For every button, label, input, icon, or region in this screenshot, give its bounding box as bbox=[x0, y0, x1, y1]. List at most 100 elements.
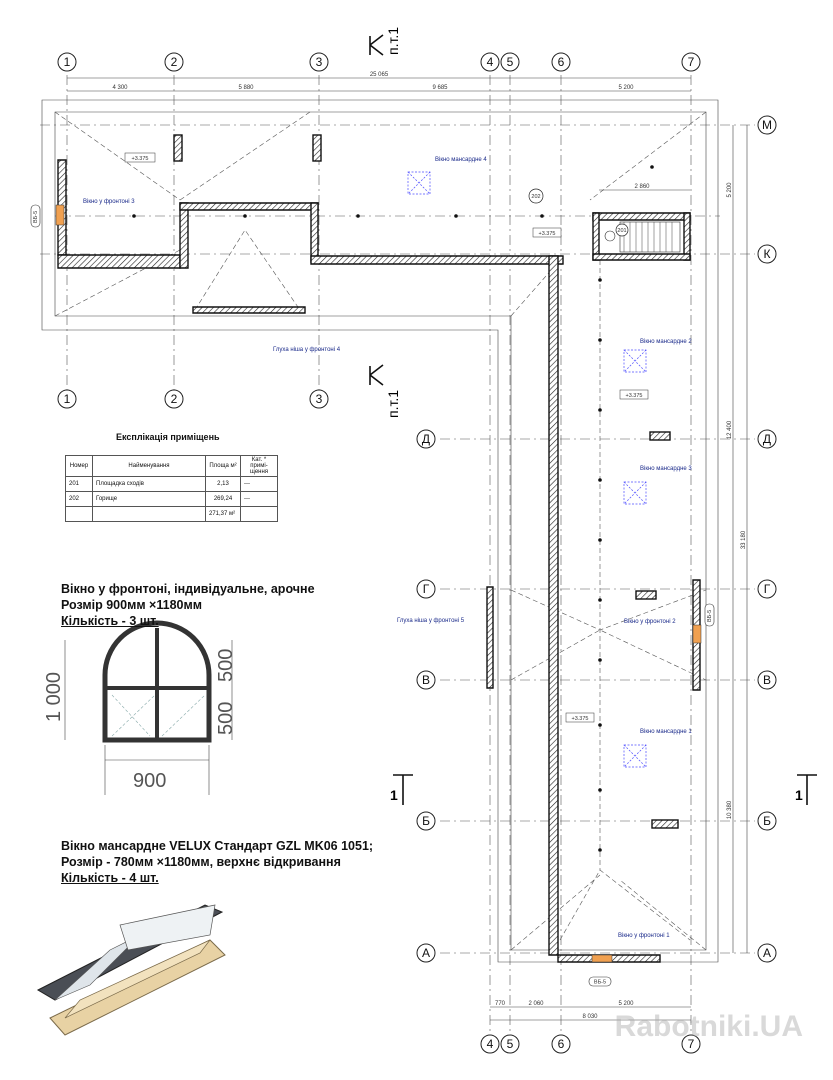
dim-r3: 10 380 bbox=[727, 800, 733, 819]
watermark: Rabotniki.UA bbox=[614, 1010, 803, 1043]
axis-top-7: 7 bbox=[688, 55, 695, 69]
dimensions-right: 5 200 12 400 10 380 33 180 bbox=[727, 125, 748, 953]
dim-r1: 5 200 bbox=[727, 182, 733, 198]
axis-bottom-4: 4 bbox=[487, 1037, 494, 1051]
stair: 2 860 bbox=[599, 184, 690, 253]
axis-right-v: В bbox=[763, 673, 771, 687]
axis-bottom-7: 7 bbox=[688, 1037, 695, 1051]
skylight-markers bbox=[407, 171, 647, 768]
wall-tag-1: ВБ-5 bbox=[33, 211, 39, 223]
axis-left-d: Д bbox=[422, 432, 430, 446]
axes-mid: 1 2 3 bbox=[57, 389, 329, 409]
dim-total: 25 065 bbox=[370, 72, 389, 78]
dim-b-total: 8 030 bbox=[582, 1014, 598, 1020]
axes-left: Д Г В Б А bbox=[416, 429, 436, 963]
window1-dim-w: 900 bbox=[133, 770, 166, 792]
velux-window-illustration bbox=[36, 904, 226, 1036]
table-row: 201 Площадка сходів 2,13 --- bbox=[65, 476, 278, 492]
axis-top-4: 4 bbox=[487, 55, 494, 69]
window1-line1: Вікно у фронтоні, індивідуальне, арочне bbox=[61, 582, 315, 596]
table-row-total: 271,37 м² bbox=[65, 506, 278, 522]
axis-mid-2: 2 bbox=[171, 392, 178, 406]
axis-left-b: Б bbox=[422, 814, 430, 828]
wall-tags: ВБ-5 ВБ-5 ВБ-5 bbox=[30, 204, 715, 987]
window2-line3: Кількість - 4 шт. bbox=[61, 871, 159, 885]
element-labels: Вікно у фронтоні 3 Вікно мансардне 4 Глу… bbox=[83, 157, 692, 939]
label-glukha5: Глуха ніша у фронтоні 5 bbox=[397, 618, 465, 624]
label-vikno-f1: Вікно у фронтоні 1 bbox=[618, 933, 670, 939]
axis-top-1: 1 bbox=[64, 55, 71, 69]
wall-tag-3: ВБ-5 bbox=[594, 980, 606, 986]
window1-dim-b: 500 bbox=[215, 702, 237, 735]
exp-header-cat: Кат. * примі-щення bbox=[240, 455, 278, 477]
level-mark-1: +3.375 bbox=[132, 156, 149, 162]
level-mark-3: +3.375 bbox=[626, 393, 643, 399]
axis-right-b: Б bbox=[763, 814, 771, 828]
label-vikno-f3: Вікно у фронтоні 3 bbox=[83, 199, 135, 205]
window1-line3: Кількість - 3 шт. bbox=[61, 614, 159, 628]
level-marks: +3.375 +3.375 +3.375 +3.375 bbox=[124, 152, 649, 723]
explication-table: Номер Найменування Площа м² Кат. * примі… bbox=[65, 455, 278, 522]
label-mans1: Вікно мансардне 1 bbox=[640, 729, 692, 735]
room-202-number: 202 bbox=[531, 194, 540, 200]
explication-title: Експлікація приміщень bbox=[116, 432, 220, 442]
dim-3: 9 685 bbox=[432, 85, 448, 91]
axis-right-d: Д bbox=[763, 432, 771, 446]
axis-top-2: 2 bbox=[171, 55, 178, 69]
exp-header-area: Площа м² bbox=[205, 455, 241, 477]
window1-description: Вікно у фронтоні, індивідуальне, арочне … bbox=[61, 581, 315, 629]
room-201-number: 201 bbox=[617, 228, 626, 234]
window1-dim-a: 500 bbox=[215, 649, 237, 682]
label-vikno-f2: Вікно у фронтоні 2 bbox=[624, 619, 676, 625]
ridge-dots bbox=[132, 165, 654, 852]
axis-right-m: М bbox=[762, 118, 772, 132]
label-mans4: Вікно мансардне 4 bbox=[435, 157, 487, 163]
window-markers bbox=[55, 204, 702, 963]
walls bbox=[57, 134, 701, 963]
label-mans3: Вікно мансардне 3 bbox=[640, 466, 692, 472]
dim-b3: 5 200 bbox=[618, 1001, 634, 1007]
window2-description: Вікно мансардне VELUX Стандарт GZL MK06 … bbox=[61, 838, 373, 886]
section-top: п.т.1 bbox=[385, 27, 401, 55]
axis-left-a: А bbox=[422, 946, 430, 960]
dim-b2: 2 060 bbox=[528, 1001, 544, 1007]
dimensions-bottom: 770 2 060 5 200 8 030 bbox=[490, 1001, 691, 1021]
window1-line2: Розмір 900мм ×1180мм bbox=[61, 598, 202, 612]
dim-b1: 770 bbox=[495, 1001, 506, 1007]
axis-left-g: Г bbox=[423, 582, 430, 596]
wall-tag-2: ВБ-5 bbox=[707, 610, 713, 622]
dim-r-total: 33 180 bbox=[741, 530, 747, 549]
roof-outline bbox=[41, 99, 719, 963]
section-left: 1 bbox=[390, 787, 398, 803]
axis-left-v: В bbox=[422, 673, 430, 687]
axis-top-6: 6 bbox=[558, 55, 565, 69]
axis-right-a: А bbox=[763, 946, 771, 960]
window1-dim-h: 1 000 bbox=[43, 672, 65, 722]
axis-right-k: К bbox=[764, 247, 771, 261]
dim-1: 4 300 bbox=[112, 85, 128, 91]
label-glukha4: Глуха ніша у фронтоні 4 bbox=[273, 347, 341, 353]
window2-line1: Вікно мансардне VELUX Стандарт GZL MK06 … bbox=[61, 839, 374, 853]
dim-r2: 12 400 bbox=[727, 420, 733, 439]
exp-header-name: Найменування bbox=[92, 455, 206, 477]
dimensions-top: 25 065 4 300 5 880 9 685 5 200 bbox=[67, 72, 691, 92]
axis-bottom-6: 6 bbox=[558, 1037, 565, 1051]
exp-header-number: Номер bbox=[65, 455, 93, 477]
section-mid: п.т.1 bbox=[385, 390, 401, 418]
label-mans2: Вікно мансардне 2 bbox=[640, 339, 692, 345]
axis-bottom-5: 5 bbox=[507, 1037, 514, 1051]
window2-line2: Розмір - 780мм ×1180мм, верхнє відкриван… bbox=[61, 855, 341, 869]
level-mark-4: +3.375 bbox=[572, 716, 589, 722]
section-marks: п.т.1 п.т.1 1 1 bbox=[369, 27, 817, 805]
section-right: 1 bbox=[795, 787, 803, 803]
axis-top-3: 3 bbox=[316, 55, 323, 69]
dim-2: 5 880 bbox=[238, 85, 254, 91]
axis-mid-1: 1 bbox=[64, 392, 71, 406]
exp-total: 271,37 м² bbox=[205, 506, 241, 522]
axis-right-g: Г bbox=[764, 582, 771, 596]
axes-top: 1 2 3 4 5 6 7 bbox=[57, 52, 701, 72]
table-row: 202 Горище 269,24 --- bbox=[65, 491, 278, 507]
dim-stair: 2 860 bbox=[634, 184, 650, 190]
axis-mid-3: 3 bbox=[316, 392, 323, 406]
